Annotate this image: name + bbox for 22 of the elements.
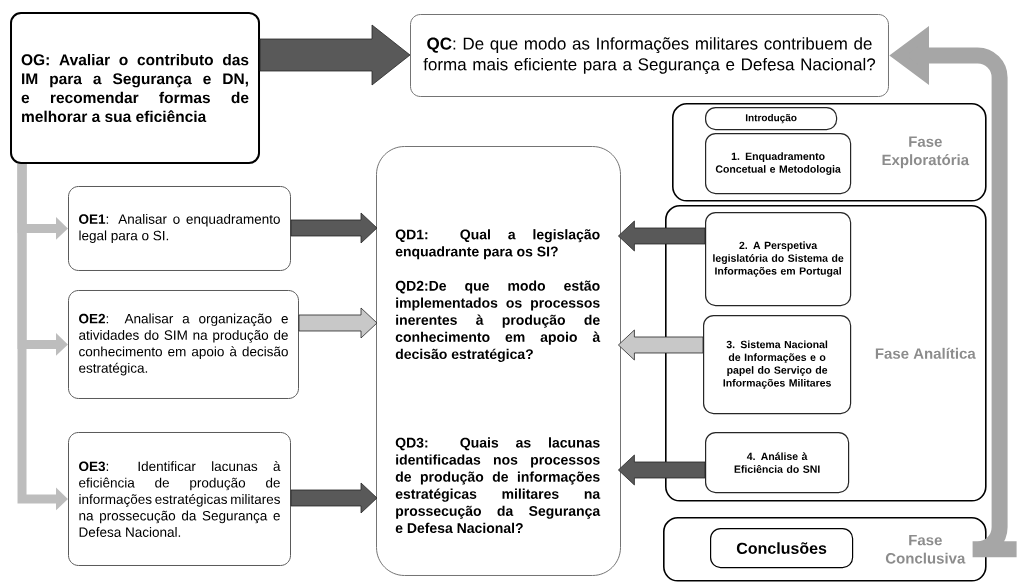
question-text: QD2:De que modo estão implementados os processos inerentes à produção de conhecimento em apoio à decisão estratégica? [395, 280, 601, 362]
arrow [298, 307, 378, 339]
chapter-box: Introdução [705, 107, 838, 131]
arrow [618, 329, 704, 361]
arrow [259, 24, 411, 86]
question-text: QD1: Qual a legislação enquadrante para os SI? [395, 229, 600, 260]
chapter-box: 1. Enquadramento Concetual e Metodologia [705, 133, 852, 195]
chapter-box: 4. Análise à Eficiência do SNI [705, 432, 850, 494]
question-box: QC: De que modo as Informações militares contribuem de forma mais eficiente para a Segurança e Defesa Nacional? [410, 14, 889, 97]
chapter-box: 3. Sistema Nacional de Informações e o papel do Serviço de Informações Militares [703, 315, 852, 415]
objective-box: OG: Avaliar o contributo das IM para a Segurança e DN, e recomendar formas de melhorar a sua eficiência [10, 12, 260, 164]
question-panel [376, 146, 621, 576]
arrow [618, 454, 706, 486]
chapter-box: 2. A Perspetiva legislatória do Sistema de Informações em Portugal [705, 212, 852, 307]
arrow [290, 482, 378, 514]
arrow [290, 212, 378, 244]
objective-box: OE2: Analisar a organização e atividades do SIM na produção de conhecimento em apoio à decisão estratégica. [68, 290, 299, 399]
question-text: QD3: Quais as lacunas identificadas nos processos de produção de informações estratégicas militares na prossecução da Segurança e Defesa Nacional? [395, 437, 601, 534]
objective-box: OE3: Identificar lacunas à eficiência de produção de informações estratégicas militares na prossecução da Segurança e Defesa Nacional. [68, 432, 291, 566]
arrow [618, 220, 706, 252]
objective-box: OE1: Analisar o enquadramento legal para o SI. [68, 186, 291, 271]
chapter-box: Conclusões [710, 528, 854, 569]
